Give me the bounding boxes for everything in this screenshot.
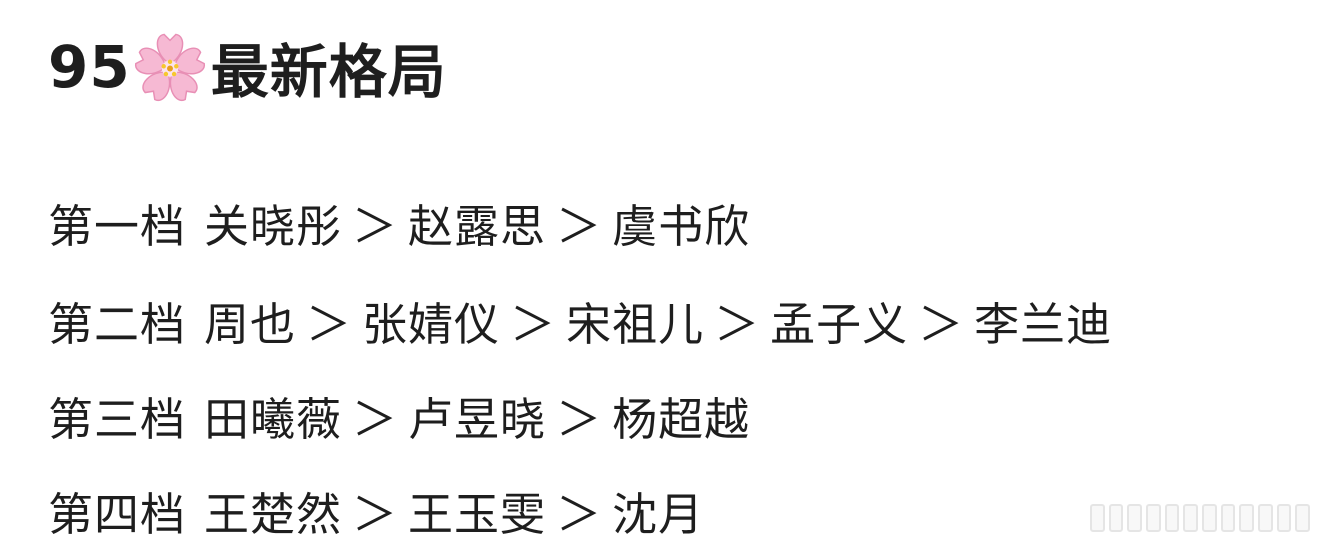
name-item: 关晓彤	[204, 199, 343, 253]
rank-separator: ＞	[510, 297, 557, 351]
tier-label: 第四档	[48, 487, 187, 541]
rank-separator: ＞	[352, 392, 399, 446]
name-item: 周也	[204, 297, 297, 351]
tier-label: 第二档	[48, 297, 187, 351]
rank-separator: ＞	[556, 487, 603, 541]
rank-separator: ＞	[556, 199, 603, 253]
tier-row-1: 第一档 关晓彤 ＞ 赵露思 ＞ 虞书欣	[48, 192, 751, 253]
tier-label: 第一档	[48, 199, 187, 253]
name-item: 王楚然	[204, 487, 343, 541]
name-item: 杨超越	[612, 392, 751, 446]
title-text: 最新格局	[210, 38, 447, 106]
post-title: 95	[48, 22, 447, 112]
tier-label: 第三档	[48, 392, 187, 446]
name-item: 王玉雯	[408, 487, 547, 541]
rank-separator: ＞	[556, 392, 603, 446]
name-item: 赵露思	[408, 199, 547, 253]
name-item: 沈月	[612, 487, 705, 541]
cherry-blossom-icon	[133, 30, 207, 104]
rank-separator: ＞	[352, 199, 399, 253]
tier-row-2: 第二档 周也 ＞ 张婧仪 ＞ 宋祖儿 ＞ 孟子义 ＞ 李兰迪	[48, 290, 1113, 351]
title-number: 95	[48, 33, 131, 101]
name-item: 虞书欣	[612, 199, 751, 253]
tier-row-3: 第三档 田曦薇 ＞ 卢昱晓 ＞ 杨超越	[48, 385, 751, 446]
name-item: 卢昱晓	[408, 392, 547, 446]
rank-separator: ＞	[306, 297, 353, 351]
name-item: 宋祖儿	[566, 297, 705, 351]
name-item: 李兰迪	[974, 297, 1113, 351]
watermark-logo	[1090, 504, 1311, 532]
rank-separator: ＞	[352, 487, 399, 541]
rank-separator: ＞	[714, 297, 761, 351]
rank-separator: ＞	[918, 297, 965, 351]
tier-row-4: 第四档 王楚然 ＞ 王玉雯 ＞ 沈月	[48, 480, 705, 541]
name-item: 孟子义	[770, 297, 909, 351]
name-item: 张婧仪	[362, 297, 501, 351]
name-item: 田曦薇	[204, 392, 343, 446]
